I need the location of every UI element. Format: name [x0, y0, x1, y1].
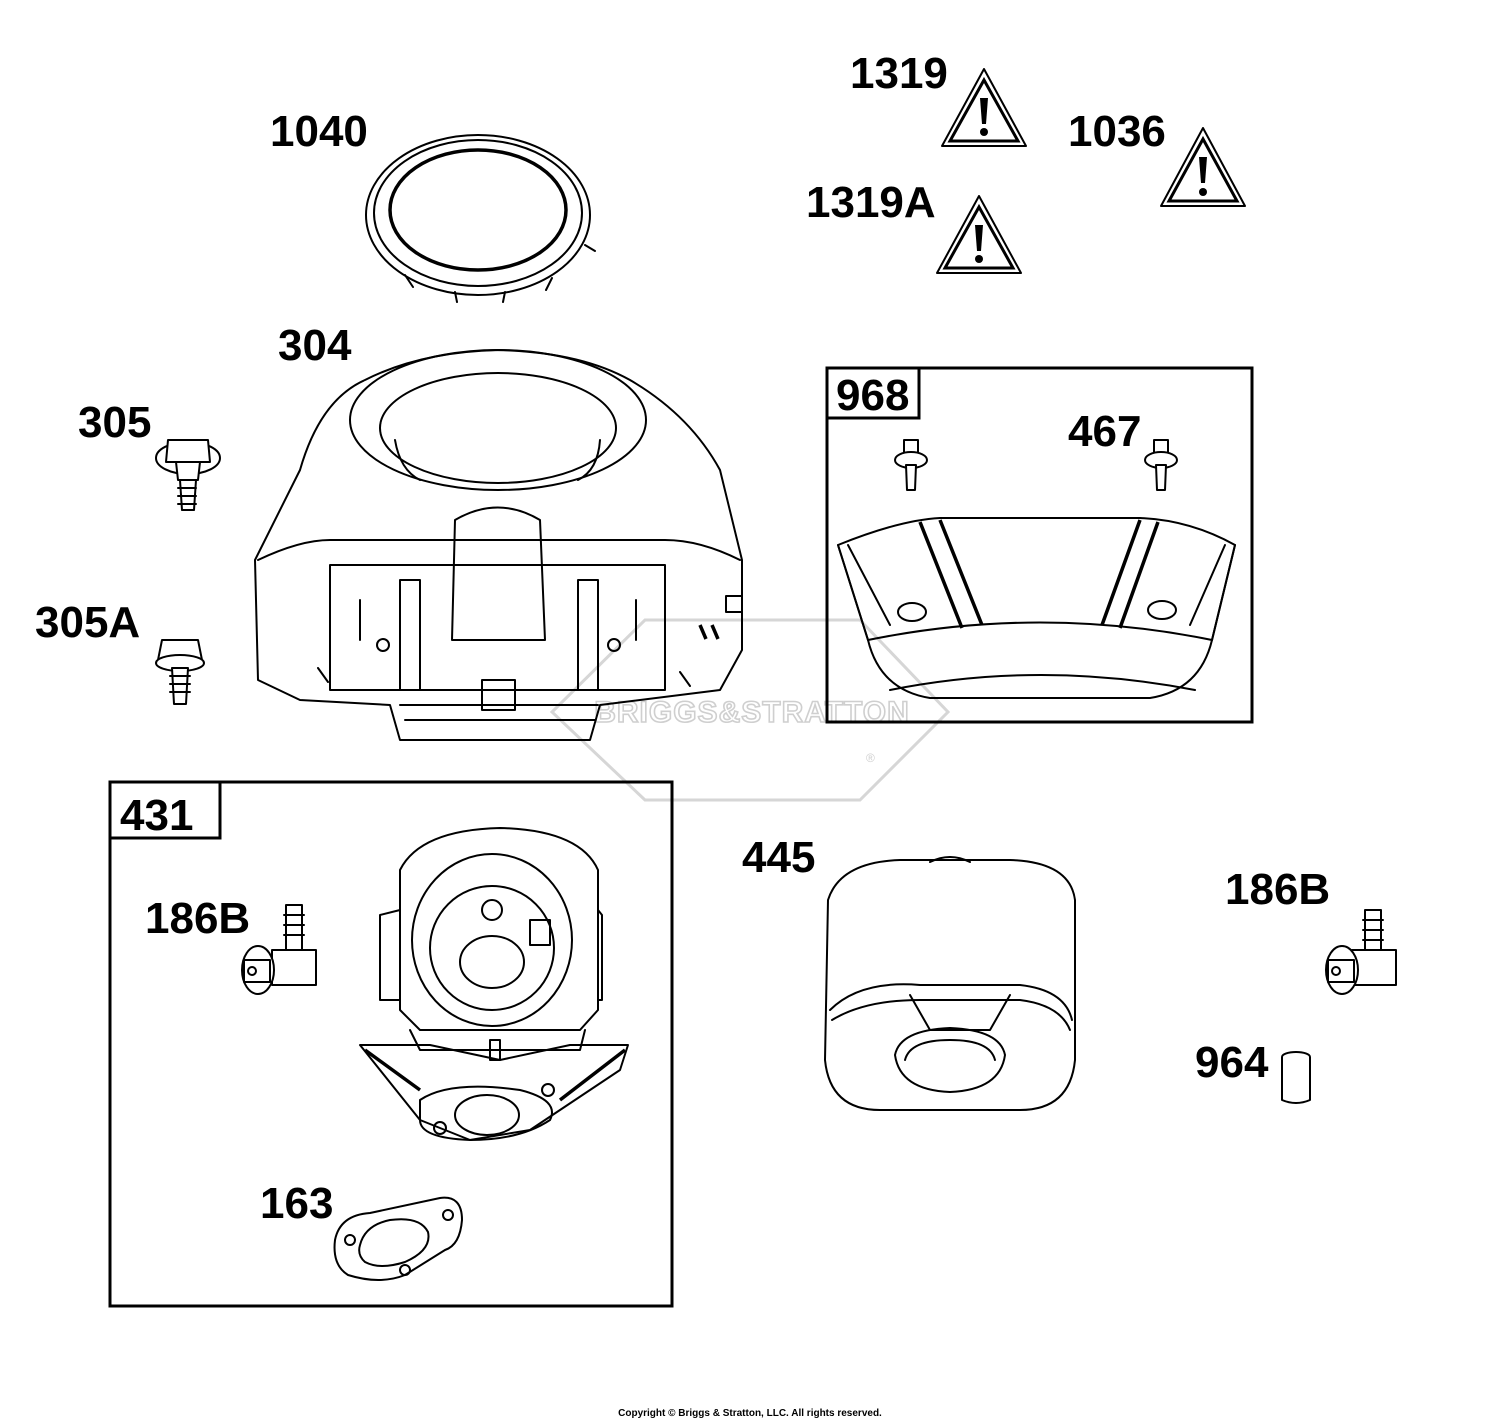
callout-1319: 1319 — [850, 49, 948, 98]
callout-1036: 1036 — [1068, 107, 1166, 156]
kit-431-frame — [108, 780, 674, 1308]
callout-964: 964 — [1195, 1038, 1269, 1087]
part-1319A-warning-label[interactable] — [936, 195, 1022, 274]
callout-431: 431 — [120, 791, 193, 840]
callout-445: 445 — [742, 833, 815, 882]
part-1319-warning-label[interactable] — [941, 68, 1027, 147]
watermark-registered: ® — [866, 751, 875, 765]
part-305-screw[interactable] — [155, 439, 221, 511]
callout-304: 304 — [278, 321, 352, 370]
part-163-gasket[interactable] — [333, 1196, 463, 1281]
callout-1319A: 1319A — [806, 178, 936, 227]
kit-968-frame — [825, 366, 1254, 724]
part-968-cover[interactable] — [837, 517, 1236, 699]
part-431-air-cleaner-base[interactable] — [359, 827, 629, 1141]
part-1040-rotating-screen[interactable] — [365, 134, 596, 303]
part-186B-elbow-fitting-left[interactable] — [241, 904, 317, 995]
callout-163: 163 — [260, 1179, 333, 1228]
callout-968: 968 — [836, 371, 909, 420]
kit-968-label-box — [825, 366, 921, 420]
callout-1040: 1040 — [270, 107, 368, 156]
brand-watermark: BRIGGS&STRATTON ® — [549, 618, 951, 802]
kit-431-label-box — [108, 780, 222, 840]
watermark-text: BRIGGS&STRATTON — [594, 696, 910, 729]
callout-305A: 305A — [35, 598, 140, 647]
part-467-push-pin[interactable] — [894, 439, 1178, 491]
part-186B-elbow-fitting-right[interactable] — [1325, 909, 1397, 995]
callout-186B-left: 186B — [145, 894, 250, 943]
copyright-notice: Copyright © Briggs & Stratton, LLC. All … — [618, 1408, 882, 1419]
part-964-tube[interactable] — [1281, 1051, 1311, 1104]
callout-305: 305 — [78, 398, 151, 447]
part-1036-warning-label[interactable] — [1160, 127, 1246, 207]
callout-467: 467 — [1068, 407, 1141, 456]
part-304-blower-housing[interactable] — [254, 349, 743, 741]
part-445-air-filter[interactable] — [824, 856, 1076, 1111]
part-305A-screw[interactable] — [155, 639, 205, 705]
callout-186B-right: 186B — [1225, 865, 1330, 914]
